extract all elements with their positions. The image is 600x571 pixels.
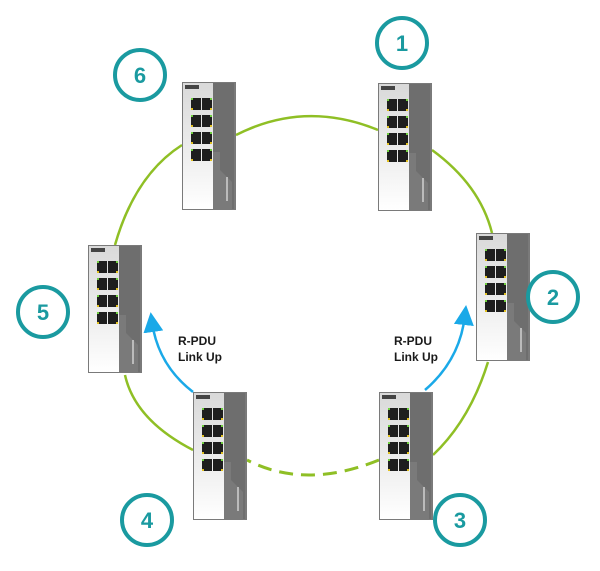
rpdu-arrow-left — [143, 312, 194, 393]
link-1-2 — [431, 148, 494, 234]
switch-1 — [378, 83, 432, 211]
switch-4 — [193, 392, 247, 520]
link-4-5 — [123, 374, 194, 452]
badge-6: 6 — [113, 48, 167, 102]
badge-5: 5 — [16, 285, 70, 339]
rpdu-label-right-line1: R-PDU — [394, 334, 432, 348]
link-3-4-dashed — [246, 458, 380, 477]
badge-4: 4 — [120, 493, 174, 547]
rpdu-arrow-right — [424, 305, 474, 391]
link-5-6 — [113, 143, 183, 246]
badge-6-label: 6 — [134, 63, 146, 88]
link-6-1 — [235, 114, 379, 137]
switch-6 — [182, 82, 236, 210]
rpdu-label-left-line2: Link Up — [178, 350, 222, 364]
badge-1: 1 — [375, 16, 429, 70]
switch-3 — [379, 392, 433, 520]
rpdu-label-right-line2: Link Up — [394, 350, 438, 364]
badge-4-label: 4 — [141, 508, 154, 533]
badge-3-label: 3 — [454, 508, 466, 533]
badge-3: 3 — [433, 493, 487, 547]
link-2-3 — [432, 361, 490, 456]
switch-5 — [88, 245, 142, 373]
badge-1-label: 1 — [396, 31, 408, 56]
badge-2-label: 2 — [547, 285, 559, 310]
badge-5-label: 5 — [37, 300, 49, 325]
badge-2: 2 — [526, 270, 580, 324]
rpdu-label-left-line1: R-PDU — [178, 334, 216, 348]
switch-2 — [476, 233, 530, 361]
